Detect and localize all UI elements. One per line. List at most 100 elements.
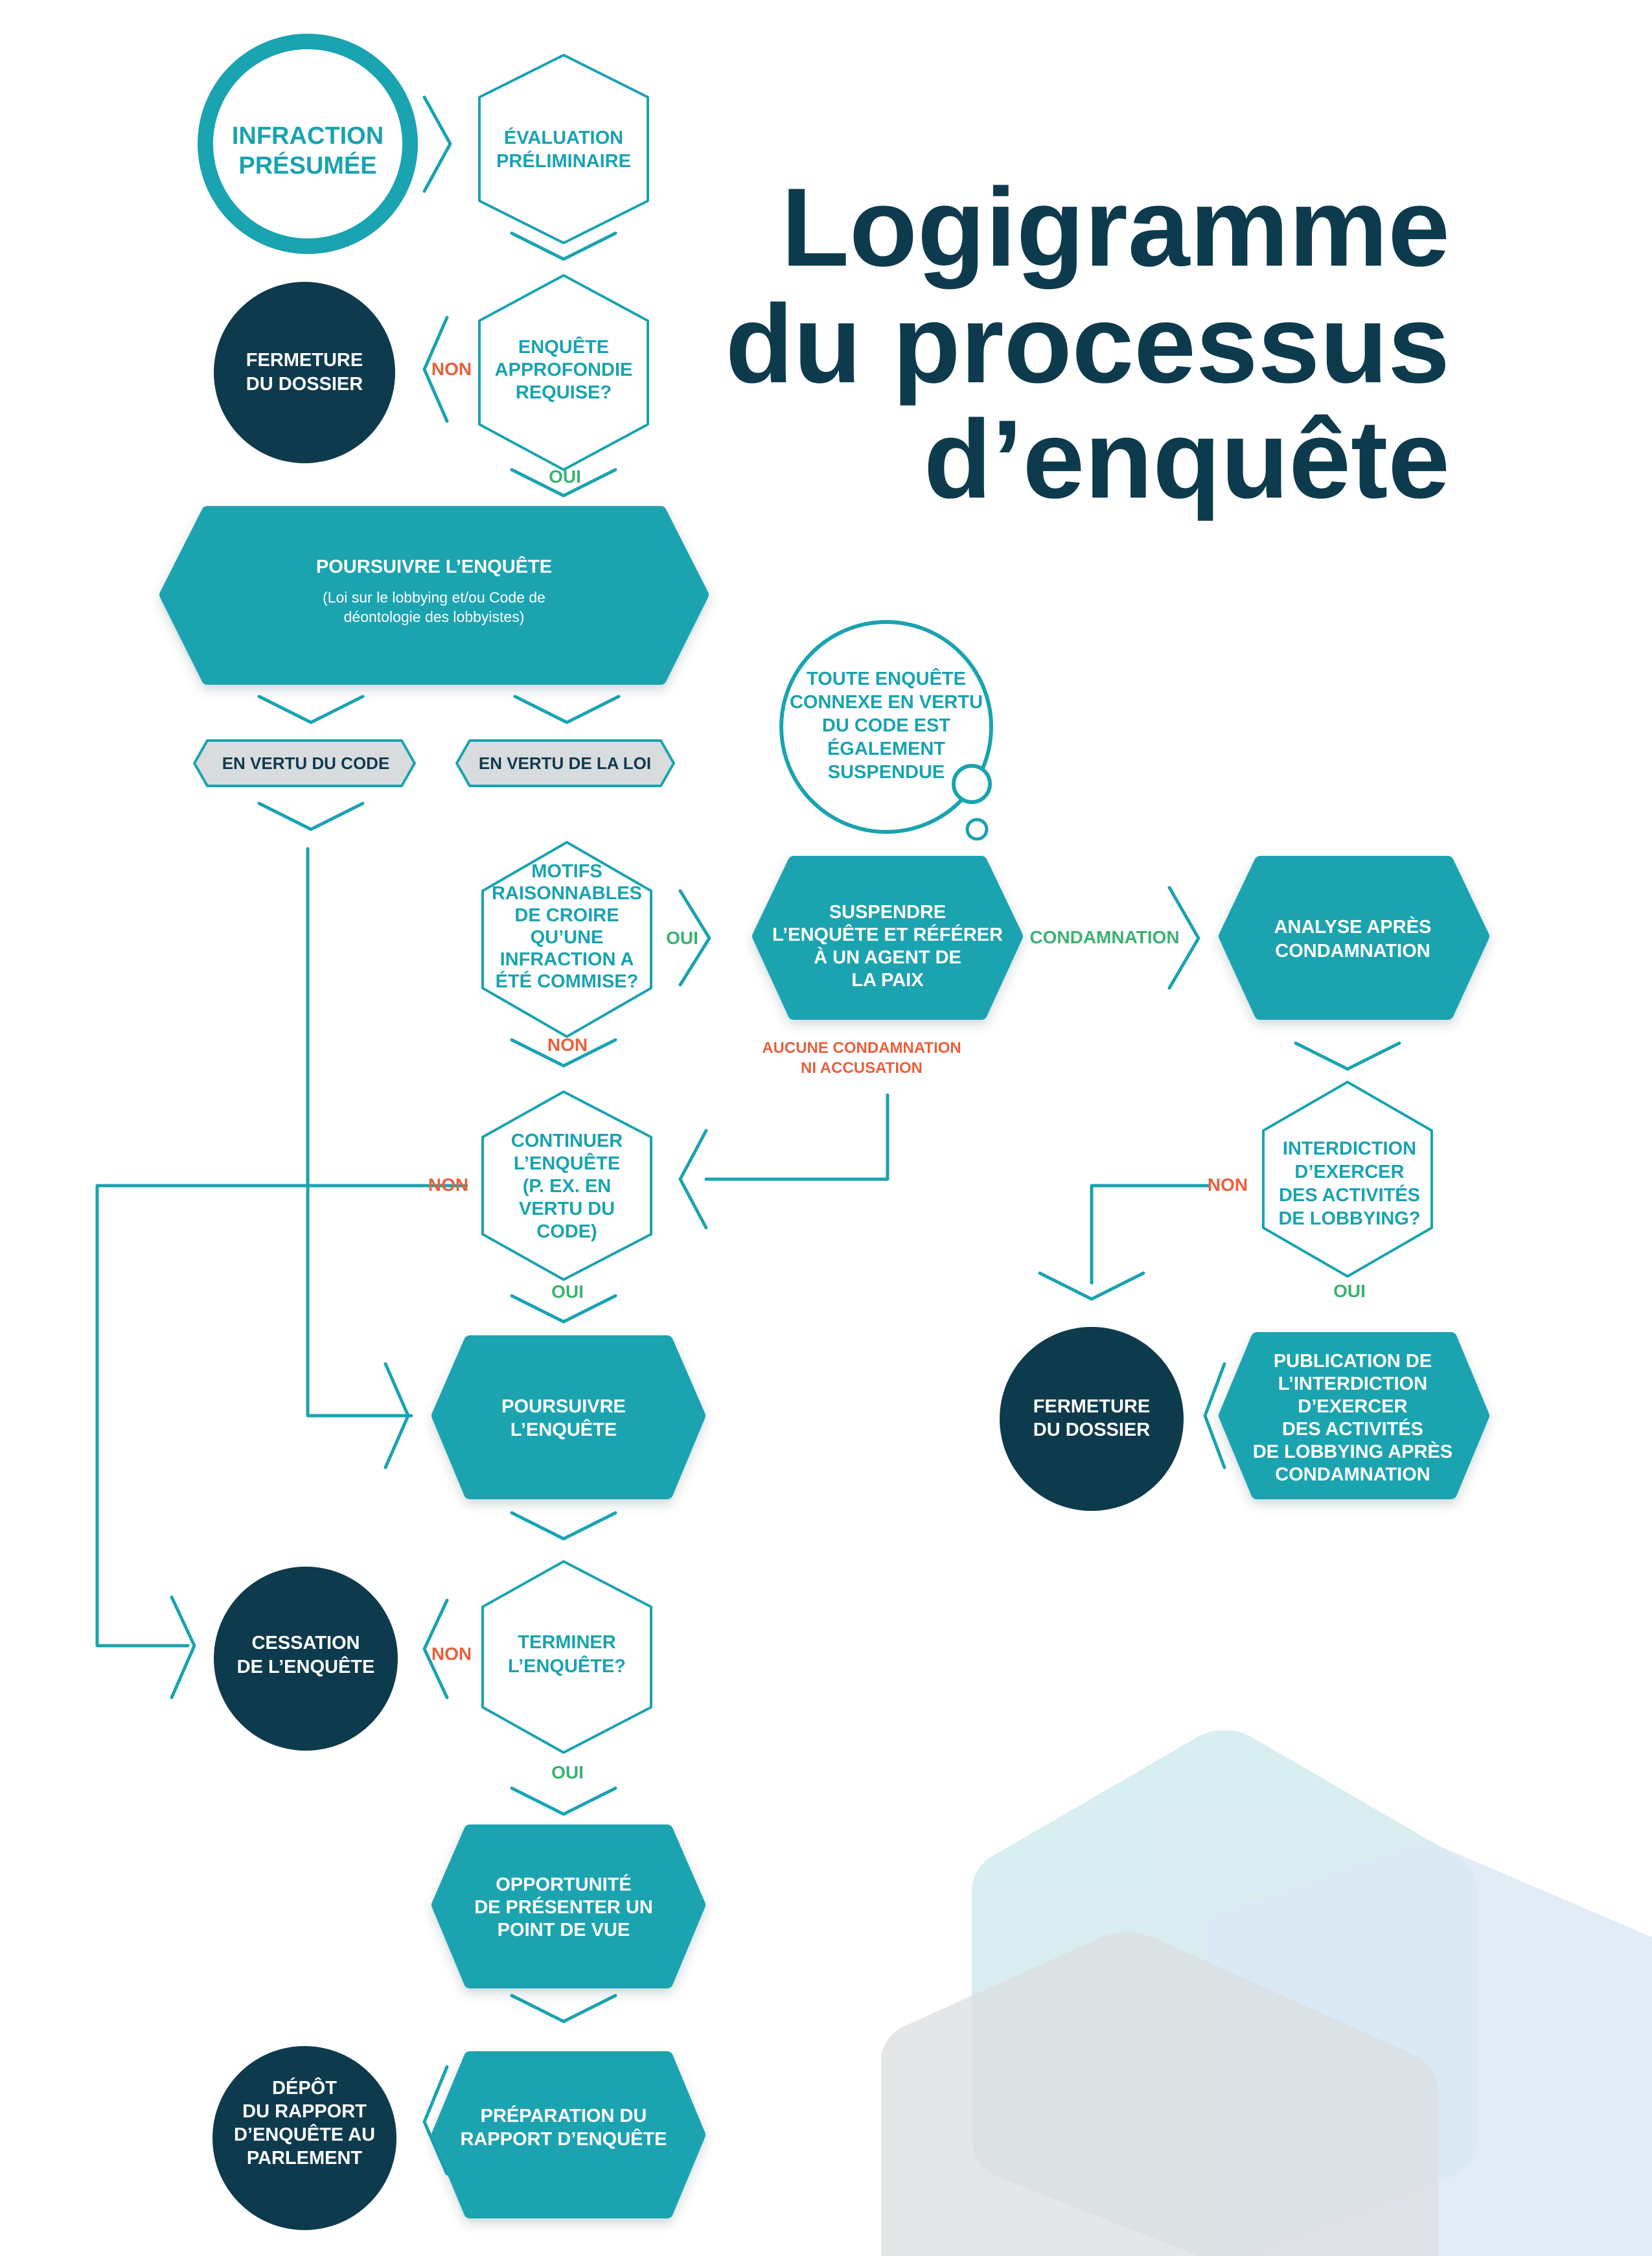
label-oui-interdiction: OUI: [1333, 1281, 1366, 1301]
svg-text:PRÉPARATION DU: PRÉPARATION DU: [481, 2104, 647, 2126]
svg-text:APPROFONDIE: APPROFONDIE: [495, 360, 633, 380]
svg-text:CODE): CODE): [536, 1221, 597, 1242]
label-non-interdiction: NON: [1208, 1175, 1248, 1195]
page-title: Logigramme du processus d’enquête: [726, 165, 1450, 522]
svg-text:RAISONNABLES: RAISONNABLES: [492, 883, 642, 904]
svg-text:POINT DE VUE: POINT DE VUE: [498, 1920, 630, 1940]
svg-text:DE LOBBYING APRÈS: DE LOBBYING APRÈS: [1253, 1440, 1452, 1462]
svg-text:MOTIFS: MOTIFS: [531, 861, 602, 882]
node-poursuivre-enquete-2: [431, 1335, 706, 1499]
svg-text:DU DOSSIER: DU DOSSIER: [246, 374, 363, 395]
title-line-3: d’enquête: [924, 397, 1450, 522]
label-non-terminer: NON: [431, 1644, 472, 1664]
node-opportunite: [431, 1824, 706, 1988]
svg-text:SUSPENDUE: SUSPENDUE: [828, 762, 945, 783]
svg-text:TOUTE ENQUÊTE: TOUTE ENQUÊTE: [807, 667, 966, 689]
svg-text:CONDAMNATION: CONDAMNATION: [1275, 1464, 1430, 1485]
svg-text:INTERDICTION: INTERDICTION: [1283, 1138, 1416, 1159]
svg-text:EN VERTU DE LA LOI: EN VERTU DE LA LOI: [479, 754, 651, 773]
svg-text:DU DOSSIER: DU DOSSIER: [1033, 1420, 1151, 1440]
svg-text:ÉVALUATION: ÉVALUATION: [504, 126, 623, 148]
decorative-hexagons: [881, 1730, 1652, 2256]
title-line-2: du processus: [726, 282, 1450, 406]
node-interdiction: INTERDICTION D’EXERCER DES ACTIVITÉS DE …: [1262, 1081, 1433, 1278]
svg-text:FERMETURE: FERMETURE: [1033, 1396, 1150, 1417]
node-analyse-apres-condamnation: [1219, 856, 1489, 1020]
node-enquete-approfondie: ENQUÊTE APPROFONDIE REQUISE?: [478, 274, 649, 471]
svg-text:DU RAPPORT: DU RAPPORT: [242, 2101, 367, 2122]
svg-text:VERTU DU: VERTU DU: [519, 1199, 615, 1219]
svg-text:POURSUIVRE: POURSUIVRE: [501, 1396, 626, 1417]
svg-text:PRÉLIMINAIRE: PRÉLIMINAIRE: [496, 150, 631, 172]
svg-text:déontologie des lobbyistes): déontologie des lobbyistes): [344, 608, 525, 625]
svg-text:D’EXERCER: D’EXERCER: [1298, 1396, 1407, 1417]
svg-text:RAPPORT D’ENQUÊTE: RAPPORT D’ENQUÊTE: [460, 2128, 667, 2150]
svg-text:DE LOBBYING?: DE LOBBYING?: [1278, 1208, 1420, 1229]
svg-text:DE CROIRE: DE CROIRE: [514, 905, 619, 926]
label-aucune-condamnation-1: AUCUNE CONDAMNATION: [762, 1039, 961, 1057]
svg-text:DU CODE EST: DU CODE EST: [822, 715, 950, 736]
svg-text:À UN AGENT DE: À UN AGENT DE: [814, 946, 961, 968]
node-evaluation-preliminaire: ÉVALUATION PRÉLIMINAIRE: [478, 54, 649, 244]
svg-text:L’ENQUÊTE: L’ENQUÊTE: [511, 1418, 617, 1440]
tag-en-vertu-du-code: EN VERTU DU CODE: [193, 739, 416, 787]
svg-text:(P. EX. EN: (P. EX. EN: [523, 1176, 611, 1197]
node-preparation-rapport: [431, 2051, 706, 2218]
svg-text:(Loi sur le lobbying et/ou Cod: (Loi sur le lobbying et/ou Code de: [323, 589, 545, 606]
svg-text:ÉTÉ COMMISE?: ÉTÉ COMMISE?: [496, 970, 639, 992]
svg-text:D’ENQUÊTE AU: D’ENQUÊTE AU: [234, 2123, 375, 2145]
svg-text:CESSATION: CESSATION: [251, 1633, 360, 1653]
node-terminer-enquete: TERMINER L’ENQUÊTE?: [481, 1560, 652, 1754]
svg-text:DÉPÔT: DÉPÔT: [272, 2077, 337, 2099]
node-fermeture-dossier-1: FERMETURE DU DOSSIER: [214, 282, 395, 463]
svg-text:PUBLICATION DE: PUBLICATION DE: [1274, 1351, 1432, 1372]
label-non-approfondie: NON: [431, 359, 472, 379]
tag-en-vertu-de-la-loi: EN VERTU DE LA LOI: [455, 739, 675, 787]
label-aucune-condamnation-2: NI ACCUSATION: [801, 1059, 923, 1077]
label-condamnation: CONDAMNATION: [1029, 927, 1179, 947]
svg-text:DES ACTIVITÉS: DES ACTIVITÉS: [1282, 1418, 1423, 1440]
node-depot-rapport: DÉPÔT DU RAPPORT D’ENQUÊTE AU PARLEMENT: [212, 2046, 396, 2230]
svg-text:INFRACTION: INFRACTION: [232, 122, 384, 150]
svg-text:EN VERTU DU CODE: EN VERTU DU CODE: [222, 754, 390, 773]
connectors: [95, 95, 1401, 2176]
node-infraction-presumee: INFRACTION PRÉSUMÉE: [198, 34, 418, 254]
svg-text:PRÉSUMÉE: PRÉSUMÉE: [238, 151, 376, 179]
svg-text:PARLEMENT: PARLEMENT: [247, 2148, 363, 2169]
node-suspendre-enquete: [752, 856, 1023, 1020]
label-non-continuer: NON: [428, 1175, 468, 1195]
poursuivre-title: POURSUIVRE L’ENQUÊTE: [316, 555, 552, 577]
svg-text:CONDAMNATION: CONDAMNATION: [1275, 941, 1430, 961]
label-oui-terminer: OUI: [551, 1762, 584, 1782]
svg-text:LA PAIX: LA PAIX: [851, 970, 924, 991]
node-continuer-enquete: CONTINUER L’ENQUÊTE (P. EX. EN VERTU DU …: [481, 1090, 652, 1281]
title-line-1: Logigramme: [781, 165, 1450, 290]
svg-text:SUSPENDRE: SUSPENDRE: [829, 902, 946, 923]
svg-text:ENQUÊTE: ENQUÊTE: [518, 336, 609, 358]
svg-text:TERMINER: TERMINER: [518, 1632, 616, 1653]
svg-text:OPPORTUNITÉ: OPPORTUNITÉ: [496, 1873, 631, 1895]
node-publication: [1219, 1332, 1489, 1499]
svg-text:ANALYSE APRÈS: ANALYSE APRÈS: [1274, 915, 1432, 938]
svg-text:DES ACTIVITÉS: DES ACTIVITÉS: [1279, 1184, 1420, 1206]
label-non-motifs: NON: [547, 1035, 588, 1055]
label-oui-motifs: OUI: [666, 928, 698, 948]
node-cessation-enquete: CESSATION DE L’ENQUÊTE: [214, 1567, 398, 1751]
thought-bubble: TOUTE ENQUÊTE CONNEXE EN VERTU DU CODE E…: [779, 620, 993, 841]
node-poursuivre-enquete-1: [159, 506, 709, 685]
svg-text:INFRACTION A: INFRACTION A: [500, 949, 634, 970]
svg-text:L’INTERDICTION: L’INTERDICTION: [1278, 1374, 1427, 1394]
node-fermeture-dossier-2: FERMETURE DU DOSSIER: [1000, 1327, 1184, 1511]
svg-text:FERMETURE: FERMETURE: [246, 350, 363, 371]
svg-text:DE PRÉSENTER UN: DE PRÉSENTER UN: [474, 1896, 653, 1918]
node-motifs-raisonnables: MOTIFS RAISONNABLES DE CROIRE QU’UNE INF…: [481, 841, 652, 1038]
svg-text:DE L’ENQUÊTE: DE L’ENQUÊTE: [237, 1655, 375, 1677]
svg-text:CONTINUER: CONTINUER: [511, 1131, 623, 1151]
svg-text:ÉGALEMENT: ÉGALEMENT: [827, 737, 945, 759]
svg-text:L’ENQUÊTE: L’ENQUÊTE: [514, 1152, 620, 1174]
svg-text:QU’UNE: QU’UNE: [531, 927, 604, 948]
label-oui-approfondie: OUI: [549, 466, 581, 487]
svg-text:REQUISE?: REQUISE?: [516, 382, 612, 403]
svg-text:L’ENQUÊTE ET RÉFÉRER: L’ENQUÊTE ET RÉFÉRER: [772, 923, 1003, 945]
